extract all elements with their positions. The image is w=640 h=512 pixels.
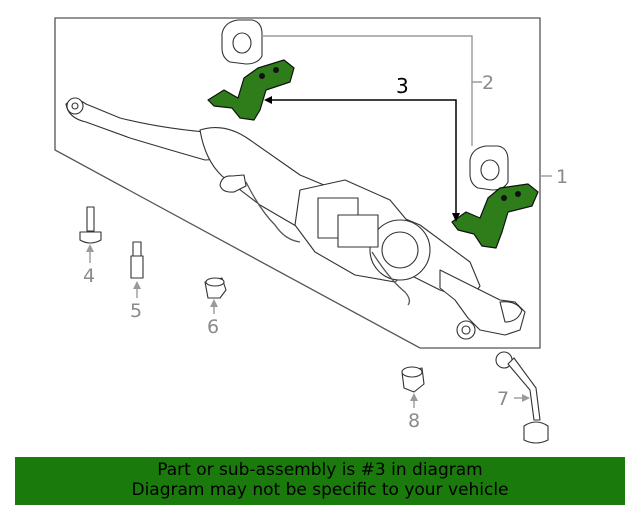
stabilizer-link [495, 351, 549, 444]
callout-8-arrow [410, 393, 418, 401]
bracket-upper-highlighted [207, 59, 295, 121]
callout-5-arrow [133, 281, 141, 289]
nut [204, 277, 227, 299]
callout-3-arrow-upper [264, 96, 272, 104]
callout-1: 1 [556, 166, 568, 188]
callout-3-leader [268, 99, 457, 216]
callout-8: 8 [408, 410, 420, 432]
bushing-upper [221, 19, 263, 65]
stud [130, 241, 144, 279]
callout-2: 2 [482, 72, 494, 94]
callout-3-arrow-lower [452, 213, 460, 222]
callout-6-arrow [210, 299, 218, 307]
callout-6: 6 [207, 316, 219, 338]
bushing-lower [469, 145, 509, 191]
notice-line-1: Part or sub-assembly is #3 in diagram [157, 460, 483, 480]
notice-line-2: Diagram may not be specific to your vehi… [131, 480, 509, 500]
callout-7-arrow [522, 394, 530, 402]
notice-banner: Part or sub-assembly is #3 in diagram Di… [15, 457, 625, 505]
stabilizer-bar [65, 97, 526, 340]
bracket-lower-highlighted [451, 183, 539, 249]
callout-2-leader [262, 35, 482, 83]
bolt [79, 206, 102, 244]
flange-nut [401, 366, 425, 393]
callout-5: 5 [130, 300, 142, 322]
assembly-outline [54, 17, 541, 349]
callout-3: 3 [396, 74, 409, 98]
callout-4-arrow [86, 244, 94, 252]
callout-4: 4 [83, 265, 95, 287]
callout-7: 7 [497, 388, 509, 410]
